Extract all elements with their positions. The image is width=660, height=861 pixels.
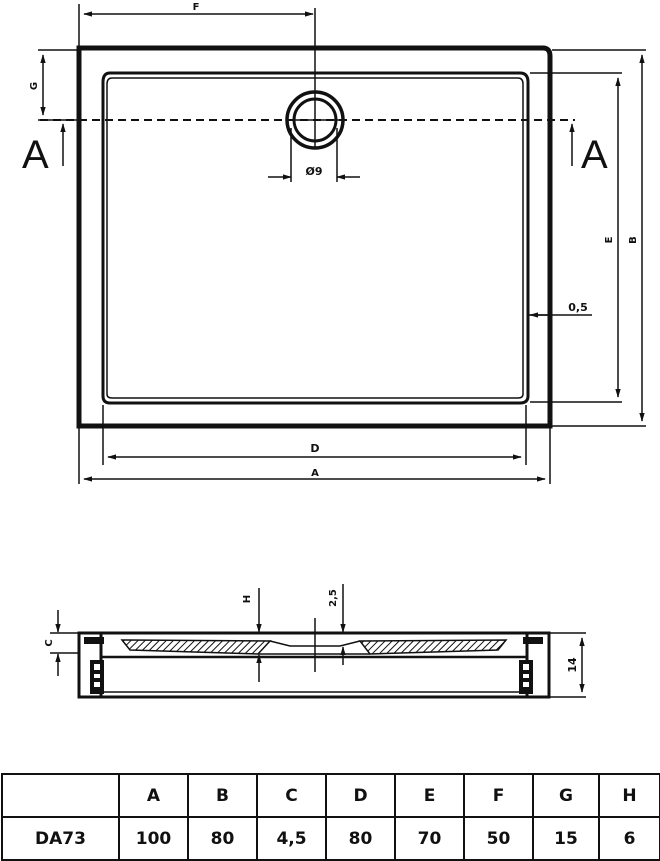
tray-inner-basin xyxy=(101,71,530,405)
height-label: 14 xyxy=(566,657,579,673)
plan-view: Ø9 A A F G E B 0,5 D xyxy=(22,2,646,484)
support-foot-right xyxy=(519,631,551,699)
value-cell-d: 80 xyxy=(325,816,396,861)
header-cell-h: H xyxy=(598,773,660,818)
model-cell: DA73 xyxy=(1,816,120,861)
hatched-section-left xyxy=(120,639,272,655)
dim-label-c: C xyxy=(44,639,55,646)
header-cell-e: E xyxy=(394,773,465,818)
dim-label-g: G xyxy=(29,82,40,90)
section-marker-left: A xyxy=(22,133,49,177)
table-row: DA73 100 80 4,5 80 70 50 15 6 xyxy=(1,816,660,861)
header-cell-d: D xyxy=(325,773,396,818)
header-cell-f: F xyxy=(463,773,534,818)
tray-outer-outline xyxy=(76,45,553,429)
value-cell-b: 80 xyxy=(187,816,258,861)
section-view: C H 2,5 14 xyxy=(44,584,586,699)
header-cell-b: B xyxy=(187,773,258,818)
drain-diameter-label: Ø9 xyxy=(305,165,322,178)
value-cell-c: 4,5 xyxy=(256,816,327,861)
header-cell-g: G xyxy=(532,773,600,818)
rim-gap-label: 0,5 xyxy=(568,301,588,314)
header-cell-empty xyxy=(1,773,120,818)
section-marker-right: A xyxy=(581,133,608,177)
value-cell-h: 6 xyxy=(598,816,660,861)
support-foot-left xyxy=(77,631,104,699)
slope-label: 2,5 xyxy=(328,589,339,607)
dim-label-e: E xyxy=(604,236,615,243)
dim-label-d: D xyxy=(310,442,319,455)
header-cell-a: A xyxy=(118,773,189,818)
hatched-section-right xyxy=(358,639,508,655)
dim-label-f: F xyxy=(193,2,200,13)
dim-label-b: B xyxy=(628,236,639,244)
dim-label-h: H xyxy=(242,595,253,603)
drain: Ø9 xyxy=(268,8,360,182)
dim-label-a: A xyxy=(311,468,319,479)
table-header-row: A B C D E F G H xyxy=(1,773,660,818)
value-cell-e: 70 xyxy=(394,816,465,861)
dimension-table: A B C D E F G H DA73 100 80 4,5 80 70 50… xyxy=(1,773,660,861)
value-cell-g: 15 xyxy=(532,816,600,861)
header-cell-c: C xyxy=(256,773,327,818)
value-cell-a: 100 xyxy=(118,816,189,861)
value-cell-f: 50 xyxy=(463,816,534,861)
